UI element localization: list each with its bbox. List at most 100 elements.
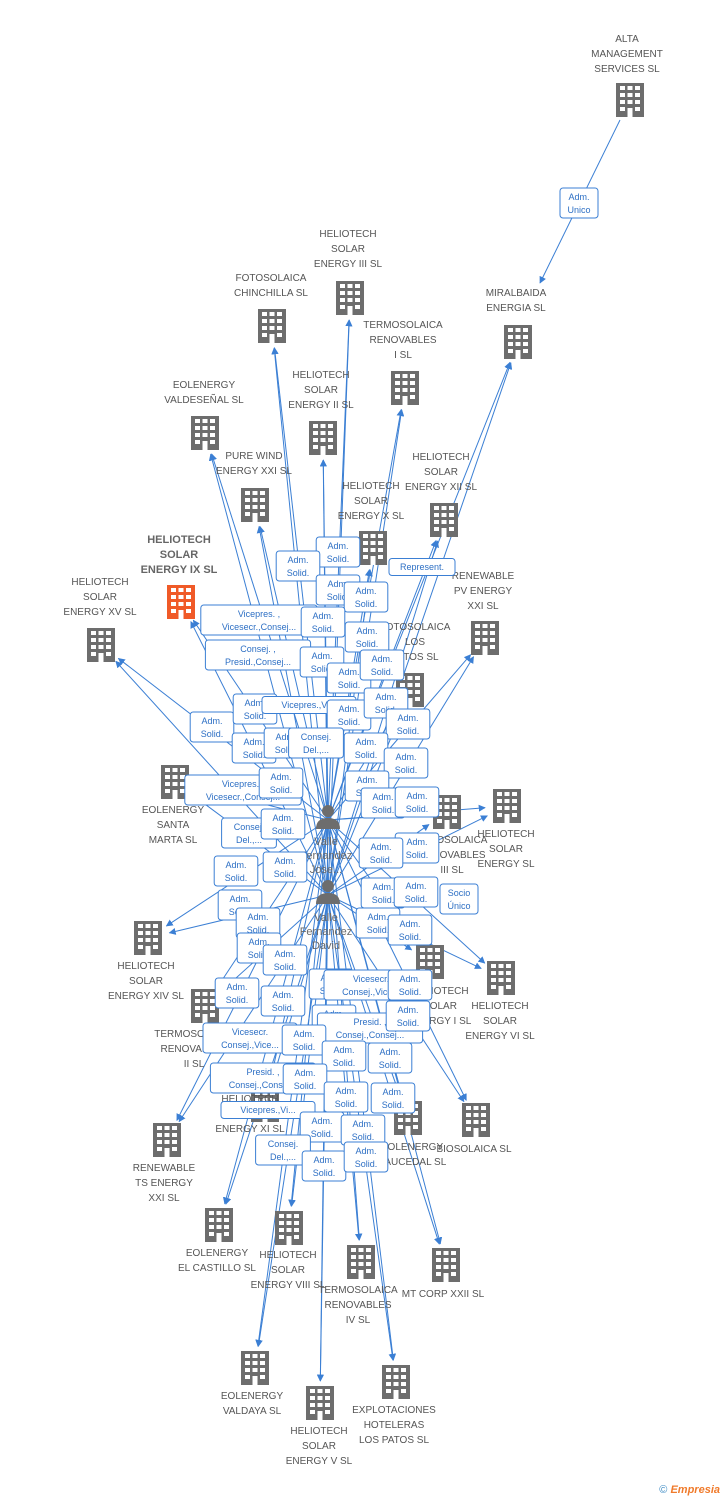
relation-label-box[interactable]: Adm.Solid. [300, 606, 346, 638]
relation-label-text: Consej.,Consej... [336, 1030, 405, 1040]
relation-label-box[interactable]: Adm.Solid. [235, 907, 281, 939]
relation-label-box[interactable]: Adm.Solid. [393, 876, 439, 908]
relation-label-box[interactable]: Adm.Solid. [343, 1141, 389, 1173]
relation-label-box[interactable]: Adm.Solid. [301, 1150, 347, 1182]
relation-label-box[interactable]: Adm.Solid. [275, 550, 321, 582]
edge-label-layer: Adm.UnicoAdm.Solid.Adm.Solid.Represent.V… [184, 187, 599, 1182]
company-label-line: SANTA [157, 820, 190, 831]
person-node-p1[interactable]: ValleFernandezJose... [300, 805, 353, 876]
footer-brand[interactable]: © Empresia [659, 1484, 720, 1496]
relation-label-frame [439, 883, 479, 915]
relation-label-box[interactable]: Adm.Solid. [258, 767, 304, 799]
relation-label-box[interactable]: Adm.Solid. [394, 786, 440, 818]
relation-label-box[interactable]: Adm.Solid. [323, 1081, 369, 1113]
relation-label-box[interactable]: Adm.Solid. [189, 711, 235, 743]
relation-label-box[interactable]: Adm.Solid. [315, 536, 361, 568]
company-label-line: LOS PATOS SL [359, 1435, 429, 1446]
relation-label-text: Solid. [294, 1081, 317, 1091]
relation-label-box[interactable]: Adm.Solid. [387, 914, 433, 946]
relation-label-box[interactable]: Adm.Solid. [326, 699, 372, 731]
relation-label-box[interactable]: Adm.Solid. [387, 969, 433, 1001]
relation-label-text: Vicepres.,Vi... [240, 1105, 295, 1115]
relation-label-box[interactable]: Adm.Solid. [213, 855, 259, 887]
building-icon [336, 281, 364, 315]
relation-label-box[interactable]: Adm.Solid. [370, 1082, 416, 1114]
relation-label-text: Solid. [370, 855, 393, 865]
company-label-line: ENERGY V SL [286, 1456, 353, 1467]
relation-label-box[interactable]: Adm.Unico [559, 187, 599, 219]
company-label-line: BIOSOLAICA SL [436, 1144, 511, 1155]
relation-label-box[interactable]: Consej.Del.,... [255, 1134, 311, 1166]
relation-label-box[interactable]: Adm.Solid. [359, 649, 405, 681]
relation-label-frame [343, 1141, 389, 1173]
relation-label-box[interactable]: Adm.Solid. [383, 747, 429, 779]
relation-label-box[interactable]: Adm.Solid. [262, 944, 308, 976]
relation-label-box[interactable]: Adm.Solid. [321, 1040, 367, 1072]
relation-label-box[interactable]: Adm.Solid. [262, 851, 308, 883]
relation-label-box[interactable]: Adm.Solid. [360, 787, 406, 819]
relation-label-text: Adm. [311, 1116, 332, 1126]
person-label-line: David [312, 940, 340, 952]
relation-label-box[interactable]: Represent. [388, 558, 456, 576]
relation-label-box[interactable]: Adm.Solid. [340, 1114, 386, 1146]
company-label-line: RENEWABLE [452, 571, 515, 582]
relation-label-box[interactable]: Adm.Solid. [367, 1042, 413, 1074]
relation-label-frame [282, 1063, 328, 1095]
relation-label-box[interactable]: Adm.Solid. [214, 977, 260, 1009]
relation-label-box[interactable]: Adm.Solid. [343, 732, 389, 764]
relation-label-box[interactable]: Adm.Solid. [260, 808, 306, 840]
relation-label-text: Adm. [355, 1146, 376, 1156]
relation-label-text: Adm. [335, 1086, 356, 1096]
relation-label-text: Adm. [333, 1045, 354, 1055]
relation-label-box[interactable]: Adm.Solid. [344, 621, 390, 653]
relation-label-box[interactable]: Adm.Solid. [358, 837, 404, 869]
relation-label-box[interactable]: Vicepres.,Vi... [220, 1101, 316, 1119]
relation-label-box[interactable]: Adm.Solid. [282, 1063, 328, 1095]
company-node-mt[interactable]: MT CORP XXII SL [402, 1248, 485, 1300]
relation-label-box[interactable]: Adm.Solid. [343, 581, 389, 613]
relation-label-frame [189, 711, 235, 743]
relation-label-box[interactable]: Vicepres. ,Vicesecr.,Consej... [200, 604, 318, 636]
relation-label-text: Adm. [372, 882, 393, 892]
relation-label-box[interactable]: Adm.Solid. [281, 1024, 327, 1056]
relation-label-box[interactable]: Adm.Solid. [260, 985, 306, 1017]
relation-label-box[interactable]: Adm.Solid. [385, 1000, 431, 1032]
relation-label-text: Adm. [382, 1087, 403, 1097]
relation-label-box[interactable]: Consej.Del.,... [288, 727, 344, 759]
company-label-line: HELIOTECH [71, 577, 128, 588]
relation-label-box[interactable]: Adm.Solid. [385, 708, 431, 740]
company-node-biosolaica[interactable]: BIOSOLAICA SL [436, 1103, 512, 1155]
relation-label-box[interactable]: Consej. ,Presid.,Consej... [204, 639, 312, 671]
